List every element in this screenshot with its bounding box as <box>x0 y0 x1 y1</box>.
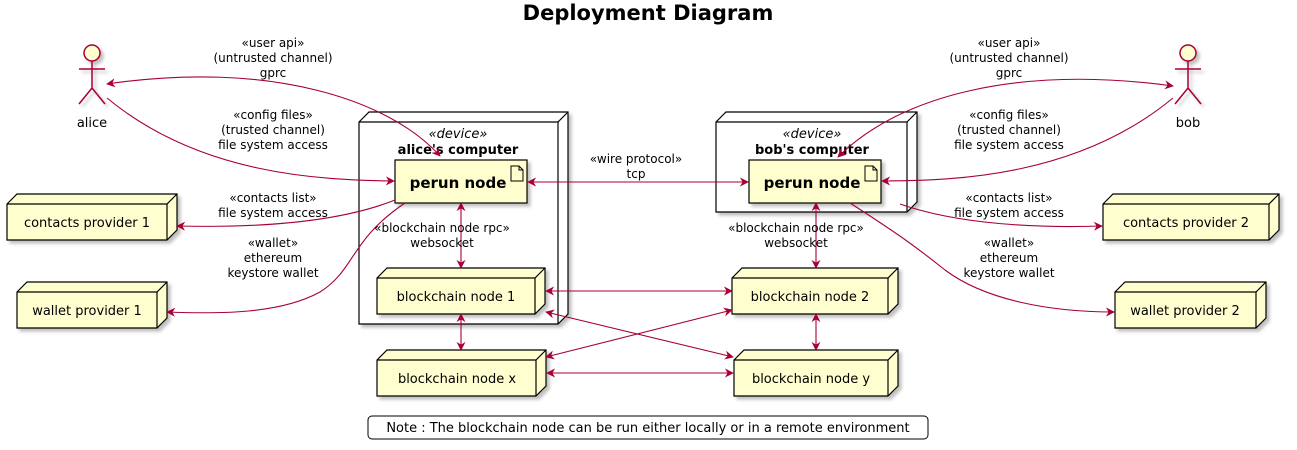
node-wallet-provider-2: wallet provider 2 <box>1114 281 1267 329</box>
node-blockchain-node-2: blockchain node 2 <box>731 267 899 315</box>
node-label: blockchain node y <box>752 372 870 387</box>
svg-text:(untrusted channel): (untrusted channel) <box>213 51 332 65</box>
svg-text:websocket: websocket <box>410 236 474 250</box>
actor-head-icon <box>83 44 101 62</box>
svg-text:file system access: file system access <box>218 138 328 152</box>
label-rpc-right: «blockchain node rpc» websocket <box>728 221 864 250</box>
svg-text:«user api»: «user api» <box>242 36 305 50</box>
edge-bob-config-files <box>881 97 1174 186</box>
node-blockchain-node-1: blockchain node 1 <box>376 267 546 315</box>
edge-bc2-bcx <box>545 307 733 360</box>
svg-text:gprc: gprc <box>260 66 287 80</box>
label-wire-protocol: «wire protocol» tcp <box>590 152 682 181</box>
svg-text:«contacts list»: «contacts list» <box>229 191 316 205</box>
svg-text:«user api»: «user api» <box>978 36 1041 50</box>
svg-text:keystore wallet: keystore wallet <box>227 266 318 280</box>
label-wallet-left: «wallet» ethereum keystore wallet <box>227 236 318 280</box>
svg-text:ethereum: ethereum <box>980 251 1038 265</box>
actor-label: bob <box>1176 116 1200 131</box>
node-wallet-provider-1: wallet provider 1 <box>16 281 168 329</box>
node-contacts-provider-1: contacts provider 1 <box>6 193 178 241</box>
device-name: bob's computer <box>755 143 870 158</box>
svg-text:ethereum: ethereum <box>244 251 302 265</box>
svg-text:gprc: gprc <box>996 66 1023 80</box>
node-label: blockchain node x <box>398 372 516 387</box>
node-blockchain-node-y: blockchain node y <box>733 349 899 397</box>
node-contacts-provider-2: contacts provider 2 <box>1102 193 1280 241</box>
node-label: contacts provider 1 <box>24 216 150 231</box>
artifact-label: perun node <box>764 174 861 192</box>
node-label: wallet provider 1 <box>32 304 142 319</box>
node-label: contacts provider 2 <box>1123 216 1249 231</box>
label-wallet-right: «wallet» ethereum keystore wallet <box>963 236 1054 280</box>
label-config-left: «config files» (trusted channel) file sy… <box>218 108 328 152</box>
edge-bob-user-api <box>837 78 1174 158</box>
label-contacts-right: «contacts list» file system access <box>954 191 1064 220</box>
svg-text:keystore wallet: keystore wallet <box>963 266 1054 280</box>
actor-alice <box>78 44 106 105</box>
svg-text:«config files»: «config files» <box>233 108 313 122</box>
svg-text:«config files»: «config files» <box>969 108 1049 122</box>
artifact-bob-perun-node: perun node <box>748 159 882 204</box>
artifact-label: perun node <box>410 174 507 192</box>
note: Note : The blockchain node can be run ei… <box>367 415 929 440</box>
svg-text:file system access: file system access <box>954 138 1064 152</box>
label-rpc-left: «blockchain node rpc» websocket <box>374 221 510 250</box>
actor-head-icon <box>1179 44 1197 62</box>
svg-text:websocket: websocket <box>764 236 828 250</box>
svg-text:«blockchain node rpc»: «blockchain node rpc» <box>728 221 864 235</box>
svg-text:«wire protocol»: «wire protocol» <box>590 152 682 166</box>
svg-text:file system access: file system access <box>218 206 328 220</box>
edge-contacts-list-right <box>899 203 1103 231</box>
svg-text:file system access: file system access <box>954 206 1064 220</box>
svg-text:«blockchain node rpc»: «blockchain node rpc» <box>374 221 510 235</box>
actor-bob <box>1174 44 1202 105</box>
diagram-title: Deployment Diagram <box>523 1 774 25</box>
svg-text:«wallet»: «wallet» <box>248 236 298 250</box>
edge-wallet-left <box>166 202 406 317</box>
svg-text:(trusted channel): (trusted channel) <box>221 123 325 137</box>
artifact-icon <box>510 165 524 182</box>
artifact-alice-perun-node: perun node <box>394 159 528 204</box>
label-user-api-left: «user api» (untrusted channel) gprc <box>213 36 332 80</box>
edge-alice-config-files <box>106 97 395 186</box>
artifact-icon <box>864 165 878 182</box>
device-stereotype: «device» <box>429 127 488 142</box>
svg-text:(trusted channel): (trusted channel) <box>957 123 1061 137</box>
node-label: wallet provider 2 <box>1130 304 1240 319</box>
note-text: Note : The blockchain node can be run ei… <box>386 421 909 436</box>
device-stereotype: «device» <box>783 127 842 142</box>
label-config-right: «config files» (trusted channel) file sy… <box>954 108 1064 152</box>
actor-label: alice <box>77 116 107 131</box>
node-label: blockchain node 1 <box>397 290 516 305</box>
node-label: blockchain node 2 <box>751 290 870 305</box>
edge-alice-user-api <box>106 76 441 157</box>
label-contacts-left: «contacts list» file system access <box>218 191 328 220</box>
edge-contacts-list-left <box>176 199 396 231</box>
label-user-api-right: «user api» (untrusted channel) gprc <box>949 36 1068 80</box>
device-name: alice's computer <box>398 143 519 158</box>
svg-text:«contacts list»: «contacts list» <box>965 191 1052 205</box>
svg-text:tcp: tcp <box>627 167 646 181</box>
node-blockchain-node-x: blockchain node x <box>376 349 547 397</box>
svg-text:(untrusted channel): (untrusted channel) <box>949 51 1068 65</box>
edge-wallet-right <box>849 202 1115 317</box>
svg-text:«wallet»: «wallet» <box>984 236 1034 250</box>
